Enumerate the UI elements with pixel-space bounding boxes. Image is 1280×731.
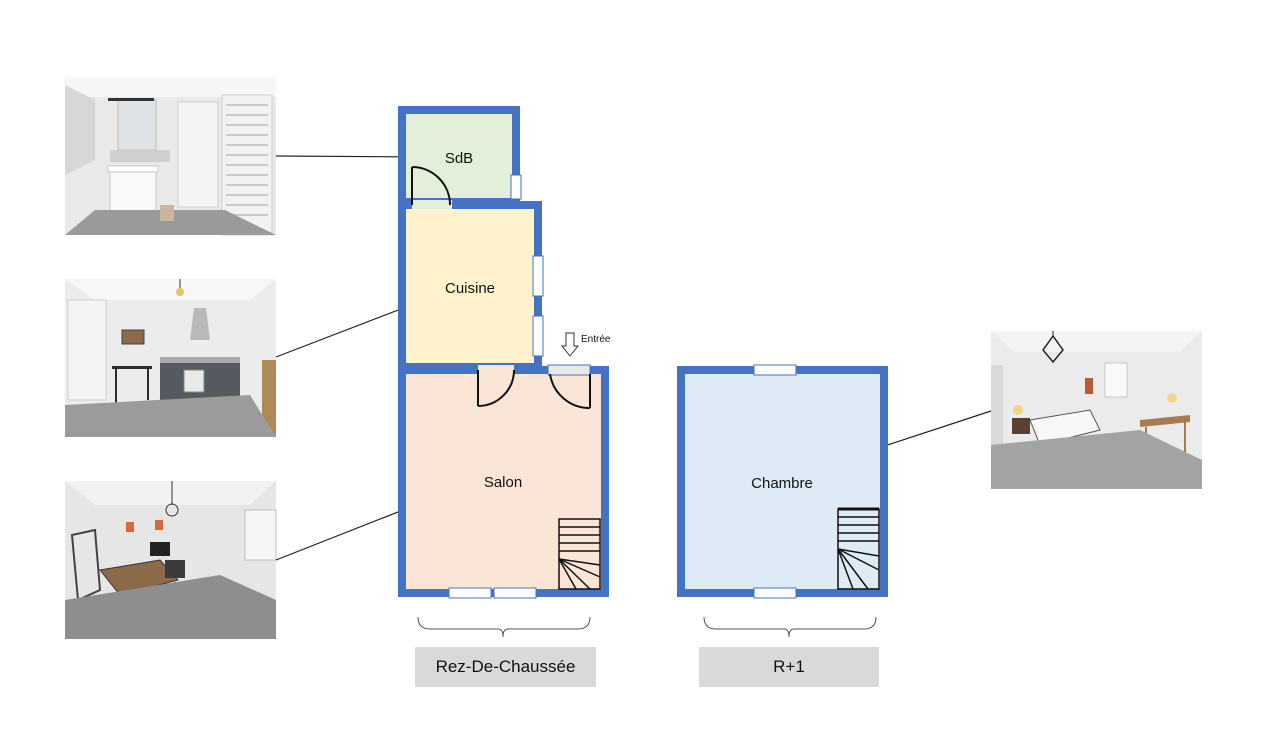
photo-salon [65,481,277,639]
staircase-ground-floor [558,518,601,590]
doors-ground-floor [411,166,591,410]
brace-ground-floor [417,616,591,638]
photo-cuisine [65,279,276,437]
windows-first-floor [753,364,797,599]
room-cuisine [398,201,542,371]
photo-chambre [991,331,1202,489]
label-cuisine: Cuisine [445,280,495,297]
room-salon [398,366,609,597]
label-sdb: SdB [445,150,473,167]
brace-first-floor [703,616,877,638]
entrance-arrow-icon [560,332,580,357]
level-label-first-floor: R+1 [699,647,879,687]
staircase-first-floor [837,507,880,590]
photo-sdb [65,77,276,236]
level-label-ground-floor: Rez-De-Chaussée [415,647,596,687]
windows-ground-floor [448,174,544,599]
label-chambre: Chambre [751,475,813,492]
entrance-label: Entrée [581,334,611,345]
label-salon: Salon [484,474,522,491]
entrance-opening [547,364,591,376]
